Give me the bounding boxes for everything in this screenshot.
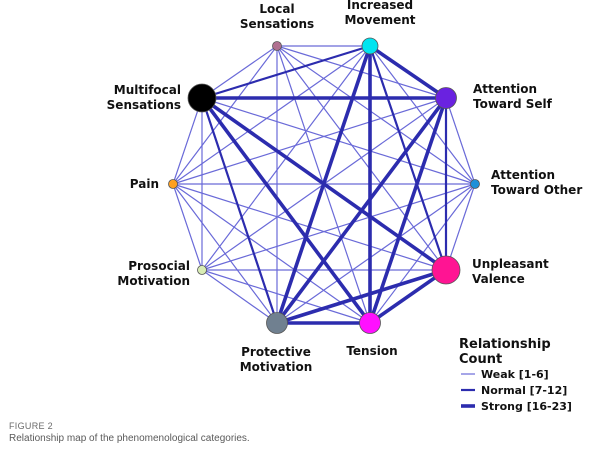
node-label-line: Motivation: [240, 360, 313, 374]
node-protective: [266, 312, 288, 334]
edge-local-other: [276, 45, 476, 185]
edge-tension-pain: [172, 183, 371, 324]
node-valence: [431, 255, 461, 285]
edge-self-other: [445, 97, 476, 185]
edge-self-tension: [368, 96, 448, 325]
edge-valence-other: [445, 183, 476, 271]
edge-multifocal-tension: [200, 96, 372, 325]
figure-caption-block: FIGURE 2 Relationship map of the phenome…: [9, 421, 250, 445]
edges-layer: [172, 44, 476, 325]
nodes-layer: [168, 37, 480, 334]
edge-movement-protective: [275, 44, 372, 325]
node-label-tension: Tension: [346, 344, 397, 358]
legend-label-strong: Strong [16-23]: [481, 400, 572, 413]
node-label-line: Attention: [473, 82, 537, 96]
legend-title-line: Count: [459, 352, 502, 367]
figure-label: FIGURE 2: [9, 421, 53, 431]
edge-protective-other: [276, 183, 476, 324]
node-label-line: Sensations: [107, 98, 181, 112]
node-self: [435, 87, 457, 109]
node-pain: [168, 179, 178, 189]
edge-multifocal-movement: [200, 44, 372, 100]
node-label-line: Local: [259, 2, 294, 16]
node-label-pain: Pain: [130, 177, 159, 191]
node-label-line: Protective: [241, 345, 311, 359]
node-other: [470, 179, 480, 189]
figure-caption: Relationship map of the phenomenological…: [9, 433, 250, 444]
edge-protective-pain: [172, 183, 278, 324]
edge-multifocal-local: [201, 45, 278, 99]
edge-movement-valence: [368, 44, 448, 272]
node-tension: [359, 312, 381, 334]
legend-title-line: Relationship: [459, 337, 551, 352]
node-label-line: Movement: [344, 13, 415, 27]
legend-label-weak: Weak [1-6]: [481, 368, 549, 381]
node-label-line: Multifocal: [114, 83, 181, 97]
node-prosocial: [197, 265, 207, 275]
node-label-line: Increased: [347, 0, 413, 12]
node-label-line: Unpleasant: [472, 257, 549, 271]
edge-valence-tension: [368, 268, 448, 325]
legend-label-normal: Normal [7-12]: [481, 384, 567, 397]
edge-pain-prosocial: [172, 183, 203, 271]
node-label-line: Sensations: [240, 17, 314, 31]
edge-self-protective: [275, 96, 448, 325]
edge-prosocial-other: [201, 183, 476, 271]
edge-valence-protective: [275, 268, 448, 325]
edge-multifocal-pain: [172, 97, 203, 185]
node-label-line: Motivation: [117, 274, 190, 288]
node-label-line: Tension: [346, 344, 397, 358]
node-label-line: Pain: [130, 177, 159, 191]
node-label-line: Toward Self: [473, 97, 553, 111]
edge-movement-self: [368, 44, 448, 100]
edge-valence-local: [276, 45, 447, 271]
node-multifocal: [187, 83, 217, 113]
node-label-line: Prosocial: [128, 259, 190, 273]
edge-movement-pain: [172, 45, 371, 185]
node-label-line: Valence: [472, 272, 525, 286]
node-movement: [361, 37, 379, 55]
edge-multifocal-protective: [200, 96, 279, 325]
node-local: [272, 41, 282, 51]
edge-protective-prosocial: [201, 269, 278, 324]
node-label-line: Toward Other: [491, 183, 582, 197]
node-label-line: Attention: [491, 168, 555, 182]
